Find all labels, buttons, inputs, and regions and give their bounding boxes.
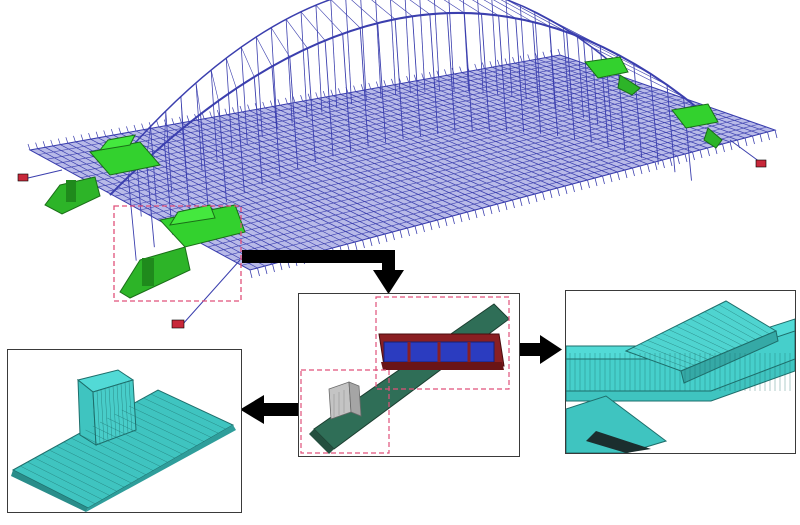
support-block-front-left: [119, 204, 246, 299]
anchor-cables: [27, 139, 761, 326]
highlight-box-support: [113, 205, 242, 302]
anchor-right: [755, 159, 767, 168]
detail-panel-pier-block: [7, 349, 242, 513]
deck-edge-ribs: [27, 48, 778, 279]
highlight-box-pier: [300, 369, 390, 454]
bearing-assembly-icon: [300, 296, 510, 454]
support-block-front-right: [671, 103, 723, 149]
support-block-back-left: [44, 134, 161, 215]
detail-panel-assembly: [298, 293, 520, 457]
pier-block-icon: [11, 369, 236, 512]
highlight-box-steel: [375, 296, 510, 390]
detail-panel-bearing-plate: [565, 290, 796, 454]
anchor-bottom: [171, 319, 185, 329]
support-block-back-right: [584, 56, 641, 96]
pier-block: [328, 381, 362, 420]
flow-arrow-middle-to-left: [240, 395, 298, 424]
bearing-plate-mesh: [569, 304, 791, 391]
flow-arrow-main-to-middle: [242, 250, 404, 294]
anchor-left: [17, 173, 29, 182]
bearing-plate-icon: [566, 300, 795, 453]
pier-block-mesh: [12, 381, 226, 509]
